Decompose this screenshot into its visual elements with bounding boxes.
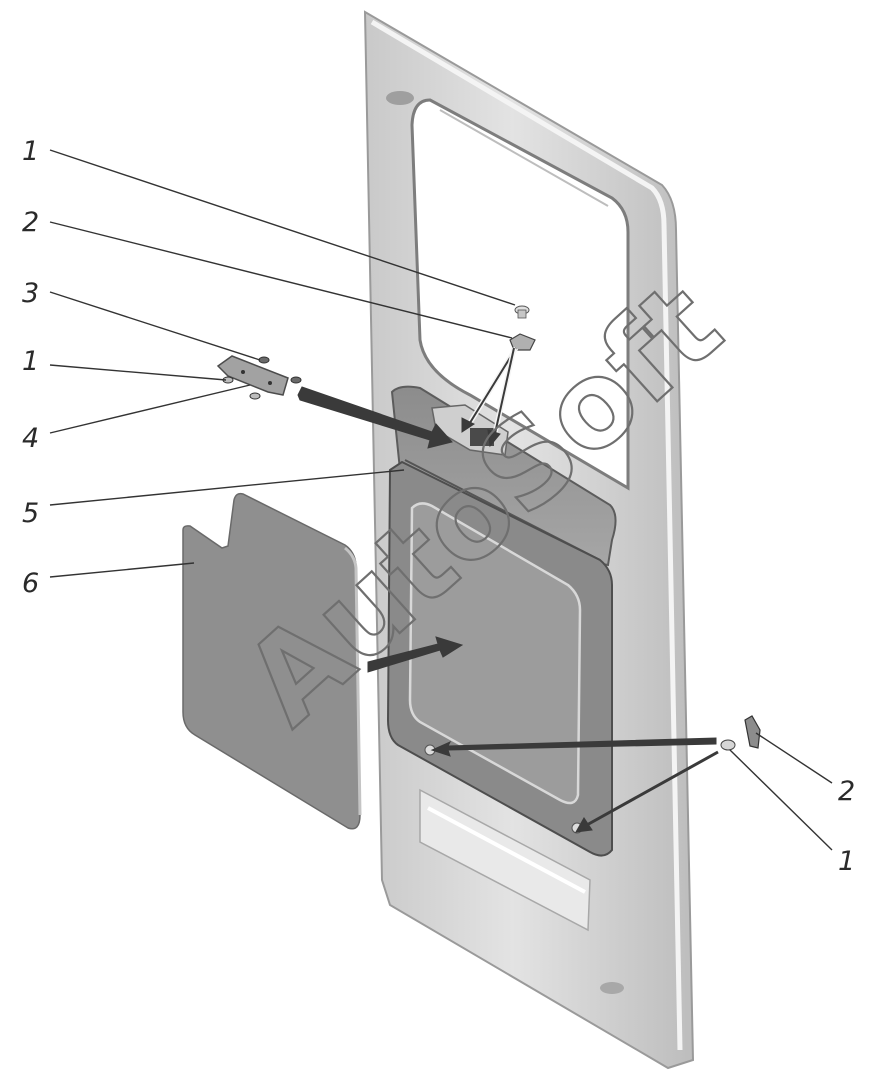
arrow-clip-to-slot-right — [493, 347, 515, 439]
leader-lines — [49, 149, 833, 851]
arrow-bracket-to-door — [297, 386, 453, 449]
trim-board-panel — [182, 492, 362, 830]
door-inner-trim-frame — [386, 460, 613, 857]
plug-right — [720, 739, 736, 751]
screw-lower — [249, 392, 261, 400]
arrow-board-to-door — [367, 636, 464, 673]
callout-3: 3 — [22, 278, 39, 309]
callout-1-top: 1 — [22, 136, 39, 167]
screw-upper — [258, 356, 270, 364]
callout-5: 5 — [22, 498, 39, 529]
callout-4: 4 — [22, 423, 39, 454]
arrow-right-fastener-lower — [575, 817, 593, 833]
callout-1-right: 1 — [838, 846, 855, 877]
plug-top — [514, 305, 530, 319]
arrow-clip-to-slot-left — [467, 347, 517, 427]
assembly-arrows — [297, 346, 719, 833]
clip-right — [744, 715, 761, 749]
arrow-right-fastener-upper — [430, 737, 717, 757]
callout-1-mid: 1 — [22, 346, 39, 377]
callout-2-top: 2 — [22, 207, 39, 238]
door-window-opening — [410, 98, 630, 491]
callout-2-right: 2 — [838, 776, 855, 807]
callout-6: 6 — [22, 568, 39, 599]
screw-right — [290, 376, 302, 384]
mounting-bracket — [216, 355, 289, 396]
